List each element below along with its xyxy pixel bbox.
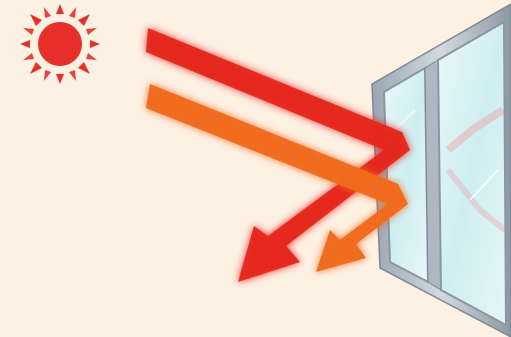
sun-icon: [20, 4, 100, 84]
reflection-arrow-icon: [146, 84, 408, 272]
reflection-arrow-icon: [146, 28, 410, 282]
window-icon: [371, 3, 511, 337]
